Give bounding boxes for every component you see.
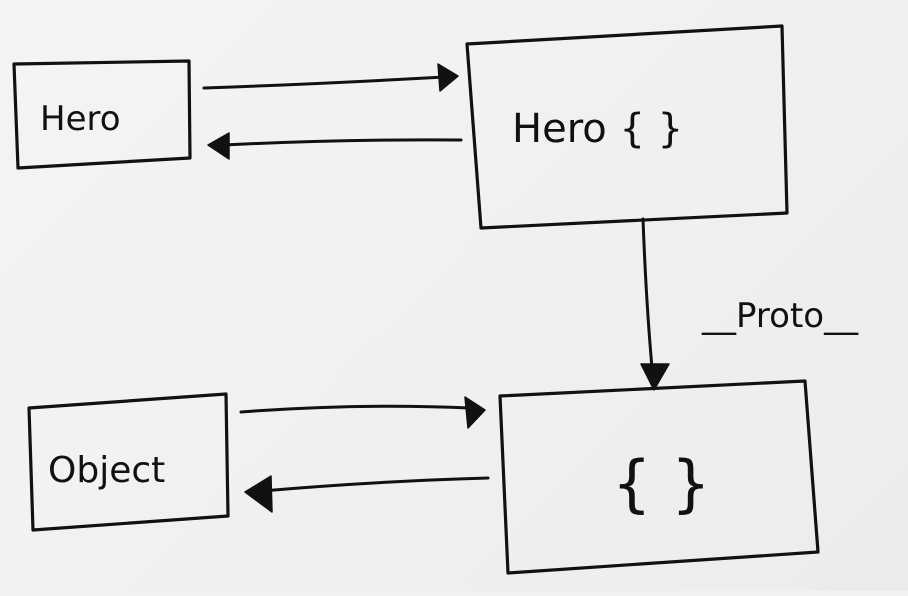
edge-hero-prototype-to-hero <box>207 132 463 160</box>
node-object-prototype: { } <box>498 379 820 575</box>
edge-object-to-object-prototype <box>239 396 486 429</box>
edge-object-prototype-to-object-head <box>244 475 273 513</box>
node-hero-function-border <box>12 59 192 170</box>
edge-hero-prototype-to-hero-head <box>207 132 230 160</box>
edge-proto-link-line <box>641 217 654 370</box>
node-object-function-label: Object <box>48 450 165 491</box>
node-hero-prototype: Hero { } <box>465 24 789 230</box>
edge-object-to-object-prototype-line <box>239 404 472 414</box>
node-hero-function-label: Hero <box>40 99 121 139</box>
edge-hero-to-hero-prototype-head <box>437 63 459 92</box>
node-hero-function: Hero <box>12 59 192 170</box>
edge-hero-prototype-to-hero-line <box>222 138 463 147</box>
node-hero-prototype-border <box>465 24 789 230</box>
edge-proto-link-label: __Proto__ <box>701 296 859 336</box>
node-object-function-border <box>27 392 230 532</box>
edge-object-prototype-to-object <box>244 475 490 513</box>
node-object-function: Object <box>27 392 230 532</box>
edge-proto-link: __Proto__ <box>640 217 859 391</box>
edge-object-to-object-prototype-head <box>464 396 486 429</box>
node-object-prototype-label: { } <box>612 447 711 520</box>
node-hero-prototype-label: Hero { } <box>512 106 683 152</box>
edge-proto-link-head <box>640 363 670 391</box>
edge-hero-to-hero-prototype-line <box>202 75 446 90</box>
edge-hero-to-hero-prototype <box>202 63 459 92</box>
edge-object-prototype-to-object-line <box>260 476 490 493</box>
node-object-prototype-border <box>498 379 820 575</box>
